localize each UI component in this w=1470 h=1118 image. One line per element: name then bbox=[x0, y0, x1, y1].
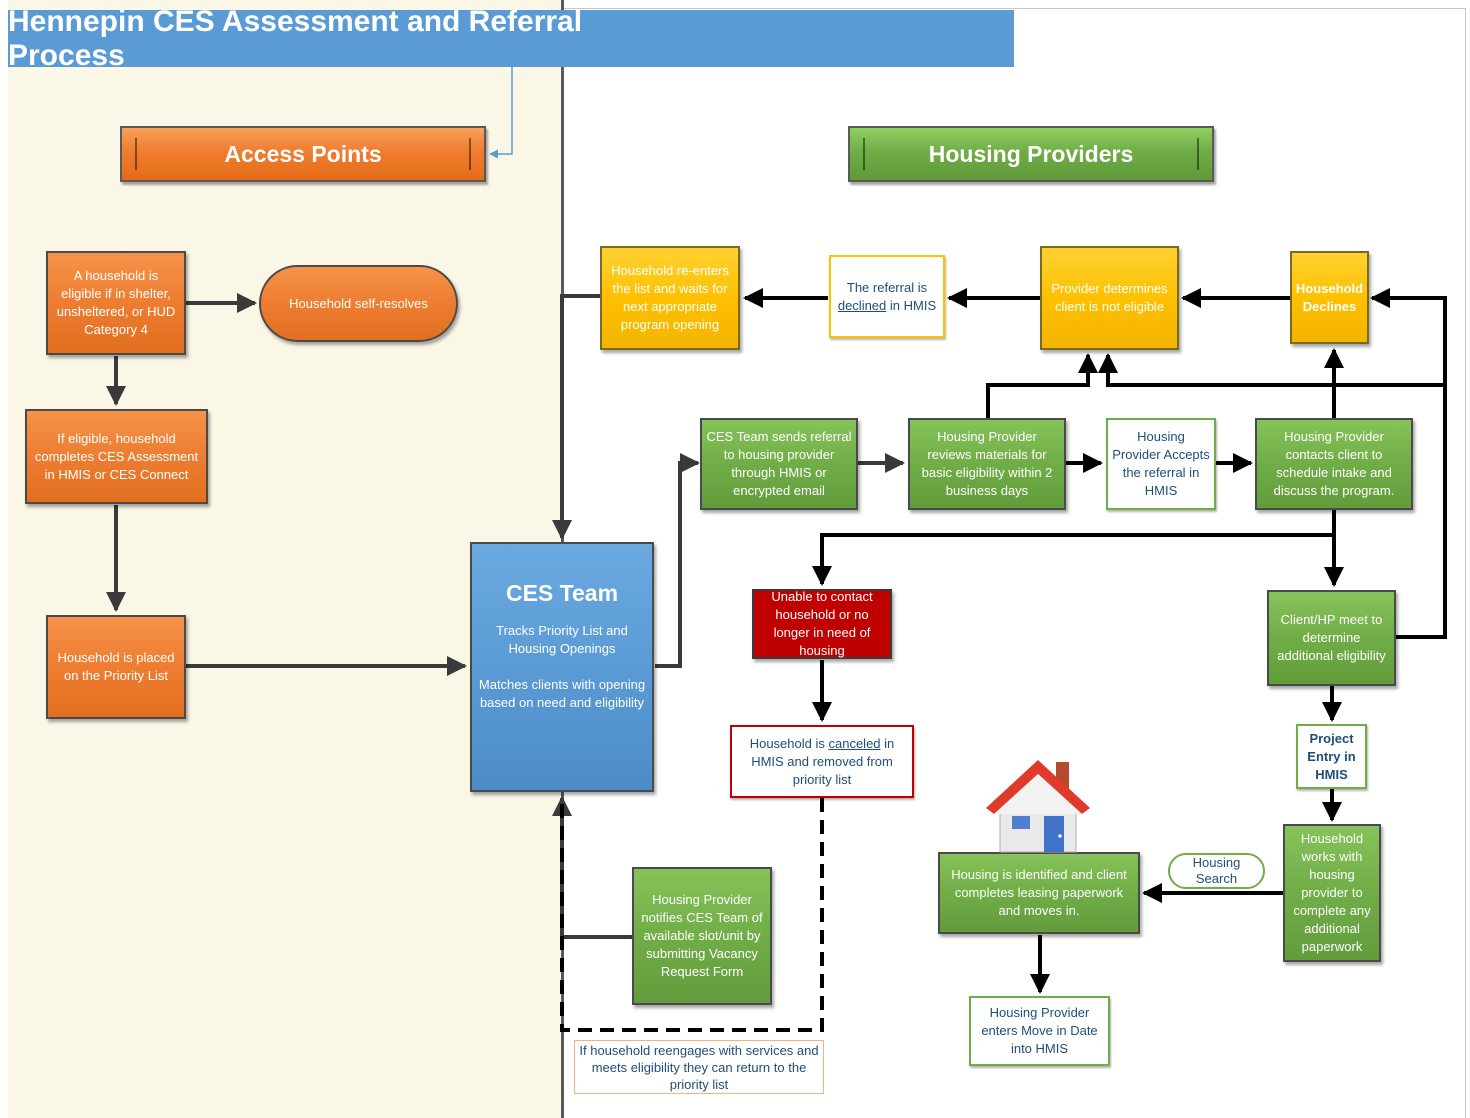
diagram-title: Hennepin CES Assessment and Referral Pro… bbox=[8, 5, 1014, 72]
referral-declined-word: declined bbox=[837, 298, 887, 313]
self-resolves-node: Household self-resolves bbox=[259, 265, 458, 342]
ces-team-matches: Matches clients with opening based on ne… bbox=[478, 677, 646, 710]
not-eligible-box: Provider determines client is not eligib… bbox=[1040, 246, 1179, 350]
household-canceled-post: in HMIS and removed from priority list bbox=[751, 736, 895, 787]
priority-list-box: Household is placed on the Priority List bbox=[46, 615, 186, 719]
accepts-referral-box: Housing Provider Accepts the referral in… bbox=[1106, 418, 1216, 510]
referral-declined-post: in HMIS bbox=[889, 298, 937, 313]
vacancy-notify-box: Housing Provider notifies CES Team of av… bbox=[632, 867, 772, 1005]
reviews-materials-box: Housing Provider reviews materials for b… bbox=[908, 418, 1066, 510]
eligibility-box: A household is eligible if in shelter, u… bbox=[46, 251, 186, 355]
reengage-note: If household reengages with services and… bbox=[574, 1040, 824, 1094]
house-icon bbox=[986, 760, 1090, 853]
household-canceled-word: canceled bbox=[828, 736, 881, 751]
housing-search-label: Housing Search bbox=[1168, 853, 1265, 889]
ces-team-tracks: Tracks Priority List and Housing Opening… bbox=[496, 623, 628, 656]
access-points-label: Access Points bbox=[224, 140, 382, 167]
access-points-header: Access Points bbox=[120, 126, 486, 182]
project-entry-box: Project Entry in HMIS bbox=[1296, 724, 1367, 789]
sends-referral-box: CES Team sends referral to housing provi… bbox=[700, 418, 858, 510]
housing-providers-header: Housing Providers bbox=[848, 126, 1214, 182]
client-hp-meet-box: Client/HP meet to determine additional e… bbox=[1267, 590, 1396, 686]
housing-identified-box: Housing is identified and client complet… bbox=[938, 852, 1140, 934]
ces-team-title: CES Team bbox=[505, 580, 619, 606]
reenters-list-box: Household re-enters the list and waits f… bbox=[600, 246, 740, 350]
housing-providers-label: Housing Providers bbox=[928, 140, 1134, 167]
referral-declined-box: The referral is declined in HMIS bbox=[829, 255, 945, 338]
housing-providers-lane bbox=[564, 8, 1466, 1118]
referral-declined-pre: The referral is bbox=[846, 280, 928, 295]
household-canceled-box: Household is canceled in HMIS and remove… bbox=[730, 725, 914, 798]
household-canceled-pre: Household is bbox=[749, 736, 825, 751]
household-declines-box: Household Declines bbox=[1290, 251, 1369, 344]
assessment-box: If eligible, household completes CES Ass… bbox=[25, 409, 208, 504]
move-in-date-box: Housing Provider enters Move in Date int… bbox=[969, 996, 1110, 1066]
ces-team-box: CES Team Tracks Priority List and Housin… bbox=[470, 542, 654, 792]
works-with-provider-box: Household works with housing provider to… bbox=[1283, 824, 1381, 962]
unable-contact-box: Unable to contact household or no longer… bbox=[752, 589, 892, 659]
contacts-client-box: Housing Provider contacts client to sche… bbox=[1255, 418, 1413, 510]
